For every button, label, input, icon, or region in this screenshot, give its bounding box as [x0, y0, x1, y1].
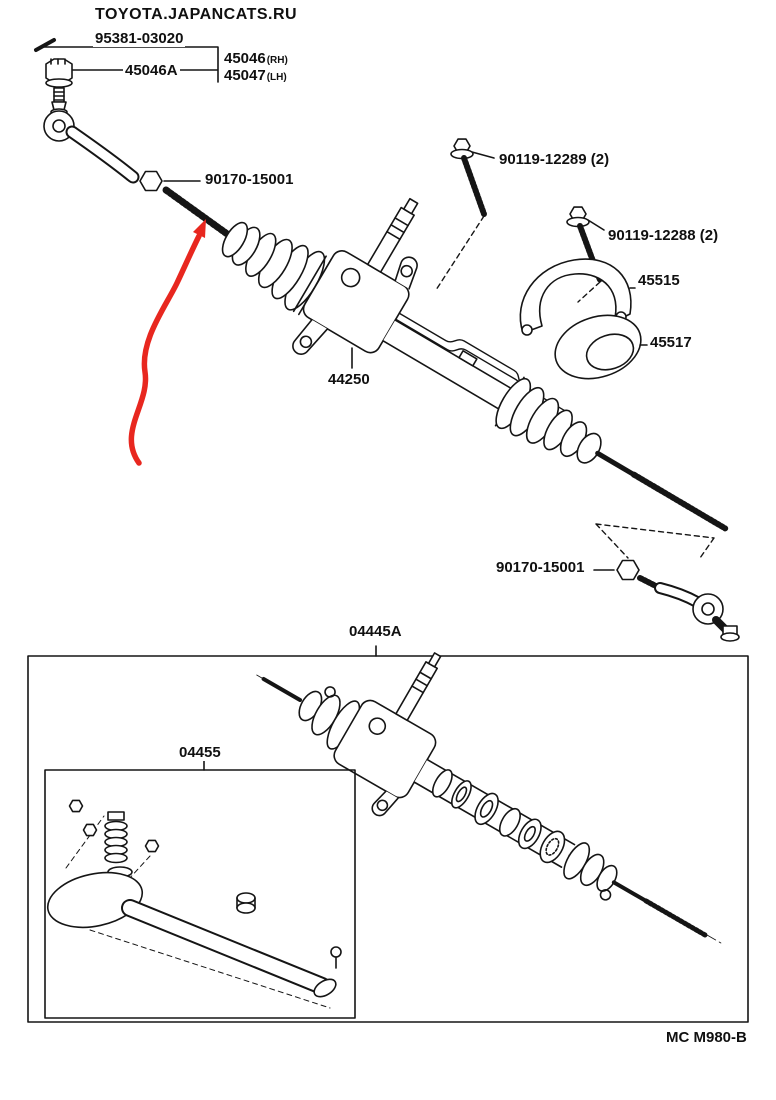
part-label-04445a: 04445A — [347, 623, 404, 641]
lower-lock-nut — [616, 559, 640, 581]
rebuild-kit-box — [44, 759, 356, 1019]
part-label-45046a: 45046A — [123, 62, 180, 80]
part-label-45046-45047: 45046 (RH) 45047 (LH) — [222, 50, 290, 85]
lower-tie-rod-end-drawing — [593, 523, 740, 642]
upper-tie-rod-end-drawing — [43, 87, 234, 240]
part-label-44250: 44250 — [326, 371, 372, 389]
catalog-code: MC M980-B — [664, 1029, 749, 1047]
gasket-kit-drawing — [256, 652, 725, 946]
red-arrow-annotation — [128, 219, 206, 466]
part-label-90119-12288: 90119-12288 (2) — [606, 227, 721, 245]
part-label-90170-lower: 90170-15001 — [494, 559, 587, 577]
part-label-04455: 04455 — [177, 744, 223, 762]
upper-lock-nut — [139, 170, 163, 192]
lower-bolt-drawing — [566, 206, 605, 303]
castle-nut-drawing — [45, 58, 73, 88]
gasket-kit-box — [27, 645, 749, 1023]
part-label-95381: 95381-03020 — [93, 30, 186, 48]
watermark-text: TOYOTA.JAPANCATS.RU — [93, 6, 300, 25]
part-suffix-rh: (RH) — [266, 55, 288, 66]
part-number-45046: 45046 — [224, 50, 266, 67]
cotter-pin-drawing — [34, 38, 56, 52]
part-suffix-lh: (LH) — [266, 72, 287, 84]
part-label-45517: 45517 — [648, 334, 694, 352]
part-label-45515: 45515 — [636, 272, 682, 290]
steering-rack-assembly-drawing — [221, 197, 729, 532]
upper-bolt-drawing — [435, 138, 495, 291]
bushing-drawing — [554, 314, 648, 380]
part-label-90119-12289: 90119-12289 (2) — [497, 151, 612, 169]
part-number-45047: 45047 — [224, 67, 266, 85]
rebuild-kit-drawing — [46, 799, 342, 1009]
part-label-90170-upper: 90170-15001 — [203, 171, 296, 189]
threaded-rack-end — [162, 186, 234, 240]
